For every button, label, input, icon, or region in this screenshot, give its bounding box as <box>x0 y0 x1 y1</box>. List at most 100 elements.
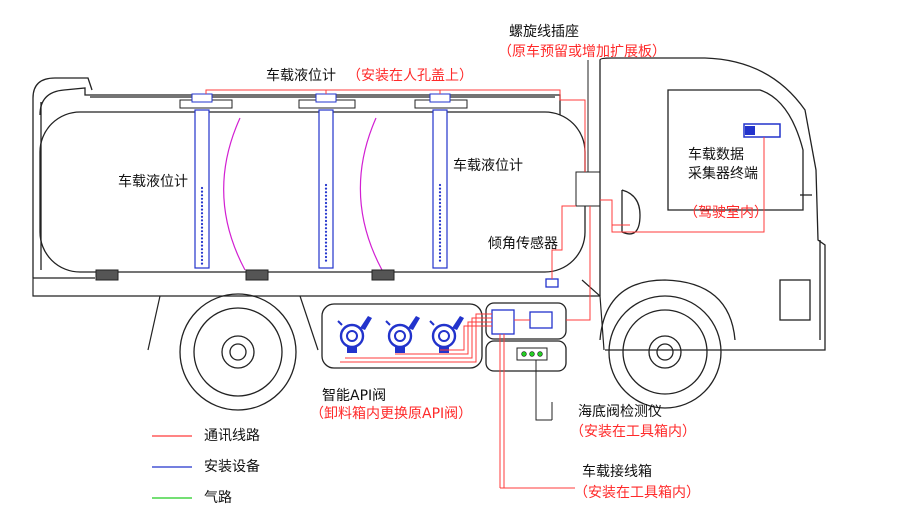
spiral-socket-box <box>575 171 601 207</box>
gauge-dot <box>324 194 328 197</box>
gauge-dot <box>324 237 328 241</box>
terminal-label-line2: 采集器终端 <box>688 166 758 182</box>
gauge-dot <box>324 230 328 233</box>
level-gauge-top-note: （安装在人孔盖上） <box>347 68 473 84</box>
terminal-label-line1: 车载数据 <box>688 147 744 163</box>
gauge-dot <box>200 219 204 222</box>
bottom-valve-detector-label: 海底阀检测仪 <box>578 404 662 420</box>
gauge-dot <box>200 237 204 240</box>
api-valve-icon <box>337 316 372 353</box>
gauge-dot <box>324 223 328 226</box>
gauge-dot <box>200 215 204 218</box>
gauge-dot <box>324 209 328 212</box>
gauge-dot <box>324 248 328 251</box>
gauge-dot <box>324 201 328 205</box>
gauge-dot <box>200 262 204 265</box>
gauge-dot <box>438 201 442 205</box>
gauge-dot <box>324 187 328 190</box>
gauge-dot <box>200 201 204 204</box>
api-valve-note: （卸料箱内更换原API阀） <box>310 406 473 422</box>
front-wheel <box>599 279 736 409</box>
gauge-dot <box>438 259 442 262</box>
gauge-dot <box>438 252 442 255</box>
bottom-valve-detector-note: （安装在工具箱内） <box>570 424 696 440</box>
gauge-dot <box>438 191 442 194</box>
gauge-dot <box>438 205 442 208</box>
junction-box <box>491 309 515 335</box>
gauge-dot <box>200 204 204 208</box>
detector-panel-leds <box>521 351 543 357</box>
comm-wiring <box>205 89 765 489</box>
gauge-dot <box>438 187 442 190</box>
api-valves <box>337 316 464 353</box>
terminal-note: （驾驶室内） <box>684 205 768 221</box>
gauge-dot <box>324 212 328 215</box>
gauge-dot <box>324 255 328 259</box>
level-gauge-2 <box>298 93 356 269</box>
api-valve-icon <box>385 316 420 353</box>
spiral-socket-note: （原车预留或增加扩展板） <box>498 44 666 60</box>
gauge-dot <box>200 226 204 229</box>
level-gauge-3 <box>414 93 468 269</box>
api-valve-label: 智能API阀 <box>322 388 387 404</box>
gauge-dot <box>438 219 442 223</box>
junction-box-label: 车载接线箱 <box>582 464 652 480</box>
gauge-dot <box>324 241 328 244</box>
bottom-valve-detector <box>529 311 553 329</box>
leader-lines <box>535 360 553 421</box>
gauge-dot <box>324 252 328 255</box>
gauge-dot <box>200 194 204 197</box>
gauge-dot <box>324 219 328 223</box>
gauge-dot <box>200 208 204 211</box>
gauge-dot <box>438 198 442 201</box>
gauge-dot <box>200 258 204 262</box>
gauge-dot <box>324 198 328 201</box>
truck-cab <box>599 57 826 351</box>
level-gauge-top-label: 车载液位计 <box>266 68 336 84</box>
gauge-dot <box>438 255 442 259</box>
gauge-dot <box>200 233 204 236</box>
gauge-dot <box>200 248 204 251</box>
gauge-dot <box>324 227 328 230</box>
gauge-dot <box>438 209 442 212</box>
legend-item-device: 安装设备 <box>204 459 260 475</box>
gauge-dot <box>438 223 442 226</box>
gauge-dot <box>438 194 442 197</box>
gauge-dot <box>200 190 204 193</box>
gauge-dot <box>324 205 328 208</box>
gauge-dot <box>438 230 442 233</box>
gauge-dot <box>200 230 204 233</box>
gauge-dot <box>438 227 442 230</box>
gauge-dot <box>200 212 204 215</box>
tilt-sensor-label: 倾角传感器 <box>488 236 558 252</box>
tilt-sensor <box>545 278 559 288</box>
rear-wheel <box>179 293 297 411</box>
gauge-dot <box>200 222 204 226</box>
legend-item-air: 气路 <box>204 490 232 506</box>
gauge-dot <box>324 234 328 237</box>
gauge-dot <box>324 216 328 219</box>
terminal-device <box>743 123 781 138</box>
gauge-dot <box>438 248 442 251</box>
gauge-dot <box>200 251 204 254</box>
level-gauge-right-label: 车载液位计 <box>453 158 523 174</box>
level-gauge-left-label: 车载液位计 <box>118 174 188 190</box>
spiral-socket-label: 螺旋线插座 <box>509 24 579 40</box>
gauge-dot <box>438 212 442 215</box>
junction-box-note: （安装在工具箱内） <box>574 485 700 501</box>
legend-item-comm: 通讯线路 <box>204 428 260 444</box>
tank-supports <box>95 269 395 281</box>
gauge-dot <box>324 245 328 248</box>
gauge-dot <box>200 240 204 244</box>
gauge-dot-columns <box>200 183 442 265</box>
gauge-dot <box>324 259 328 262</box>
gauge-dot <box>438 234 442 237</box>
gauge-dot <box>438 216 442 219</box>
gauge-dot <box>200 244 204 247</box>
gauge-dot <box>438 237 442 241</box>
gauge-dot <box>324 191 328 194</box>
gauge-dot <box>200 197 204 200</box>
gauge-dot <box>438 241 442 244</box>
gauge-dot <box>200 186 204 190</box>
